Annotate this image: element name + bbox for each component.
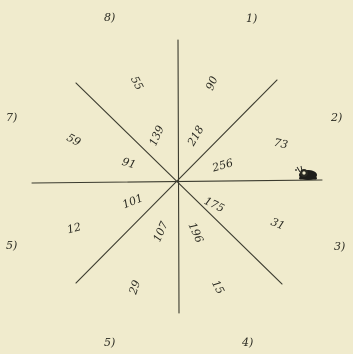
outer-value-nne: 90 (203, 74, 220, 92)
inner-value-nnw: 139 (146, 124, 166, 148)
outer-value-nnw: 55 (128, 74, 146, 92)
sector-label-left-lower: 5) (6, 239, 17, 252)
outer-value-sse: 15 (209, 278, 227, 296)
sector-label-left-upper: 7) (6, 111, 17, 124)
sector-label-right-lower: 3) (334, 240, 345, 253)
sector-label-bottom-right: 4) (241, 336, 253, 349)
inner-value-ese: 175 (202, 194, 227, 215)
outer-value-ene: 73 (273, 136, 289, 152)
sector-label-top-left: 8) (104, 11, 115, 24)
inner-value-sse: 196 (186, 220, 206, 244)
outer-value-wsw: 12 (66, 220, 83, 236)
outer-value-ssw: 29 (126, 279, 143, 297)
outer-value-ese: 31 (269, 215, 287, 232)
inner-value-nne: 218 (184, 123, 206, 149)
inner-value-wnw: 91 (120, 155, 137, 171)
snail-icon (295, 166, 317, 180)
inner-value-wsw: 101 (120, 191, 144, 211)
sector-label-right-upper: 2) (330, 111, 342, 124)
outer-value-wnw: 59 (64, 131, 82, 149)
inner-value-ssw: 107 (150, 220, 170, 244)
diagonal-line-ne-sw (76, 80, 277, 283)
sector-label-top-right: 1) (246, 12, 257, 25)
inner-value-ene: 256 (210, 156, 235, 175)
sector-label-bottom-left: 5) (104, 336, 115, 349)
vertical-line (178, 40, 179, 313)
